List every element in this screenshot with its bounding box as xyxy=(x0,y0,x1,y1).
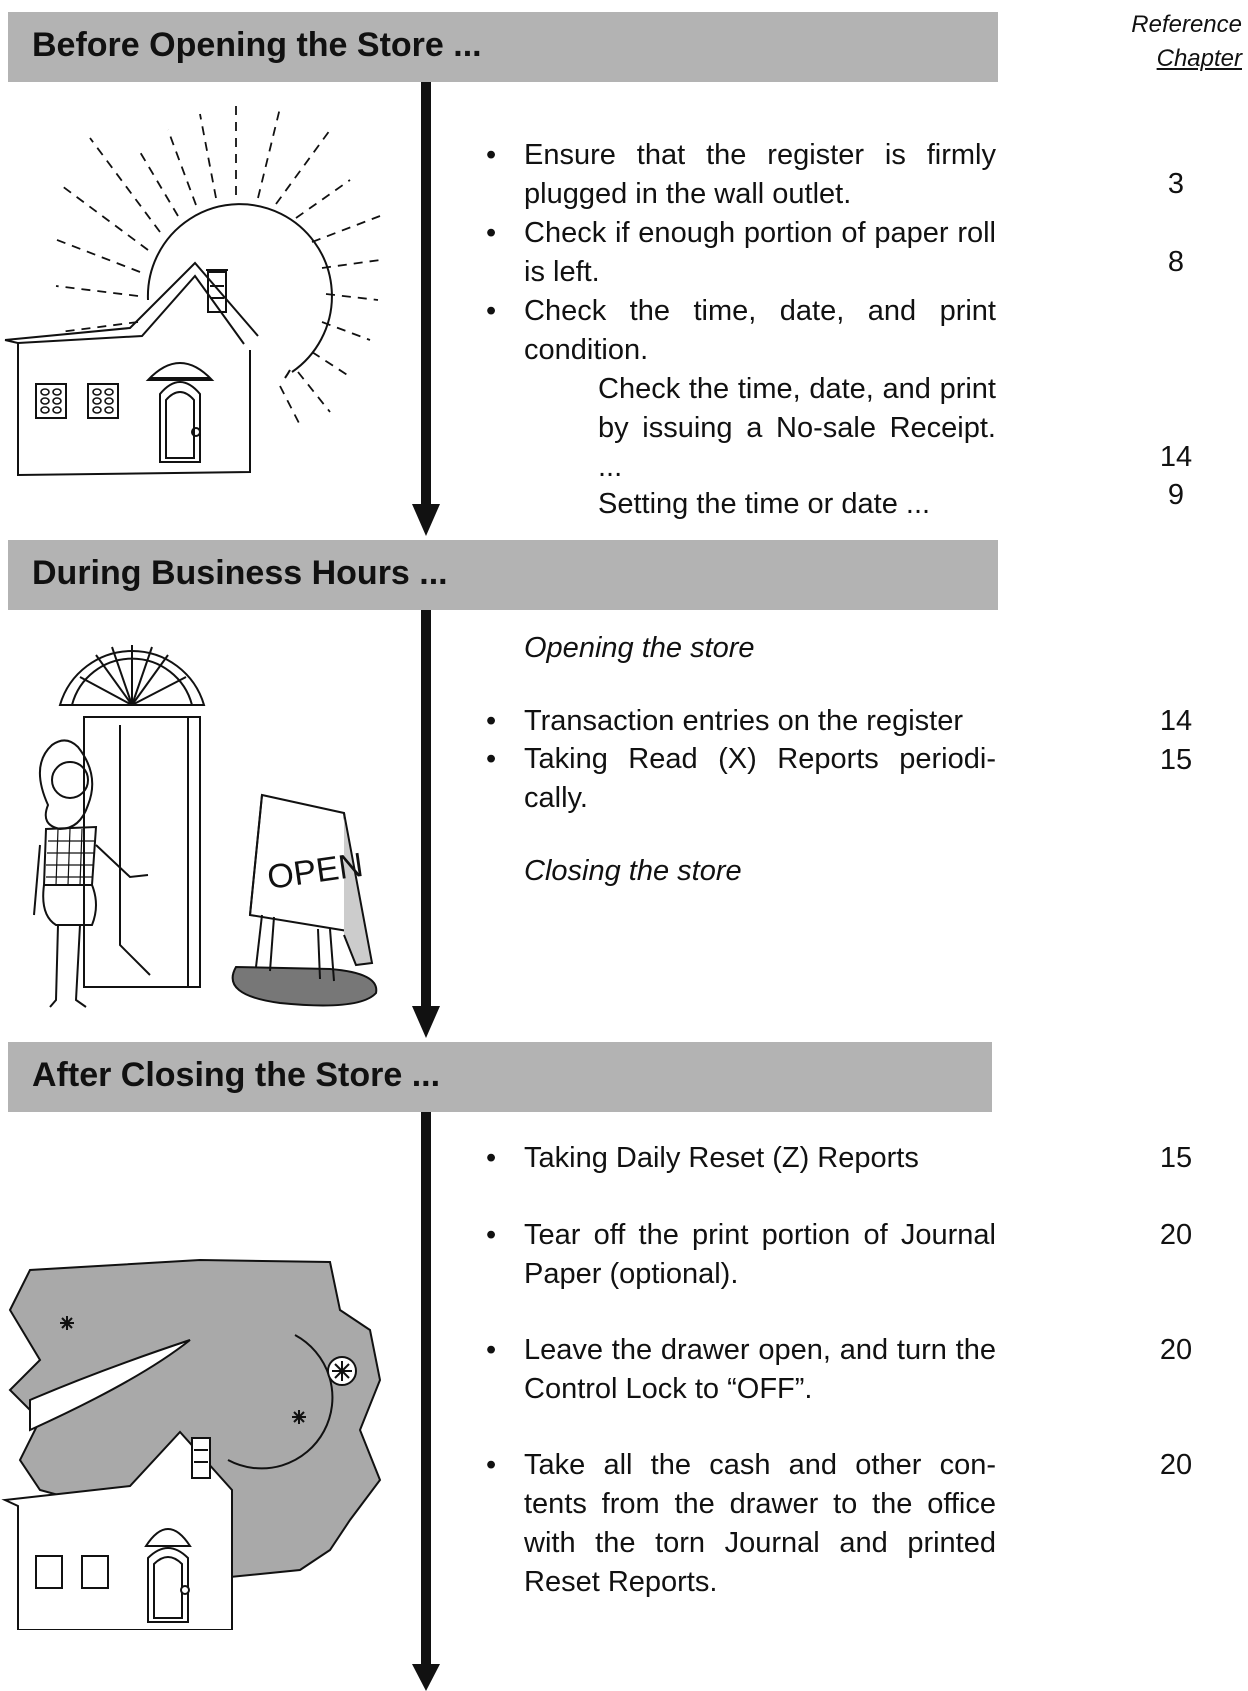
sunrise-house-illustration xyxy=(4,105,381,477)
flow-arrow-line xyxy=(421,1112,431,1666)
ref-number: 20 xyxy=(1159,1219,1193,1251)
during-item-transactions: Transaction entries on the register xyxy=(486,702,996,741)
after-item-take-cash: Take all the cash and other con-tents fr… xyxy=(486,1446,996,1602)
ref-number: 14 xyxy=(1159,441,1193,473)
opening-the-store-label: Opening the store xyxy=(524,632,755,664)
before-item-time-date: Check the time, date, and print conditio… xyxy=(486,292,996,370)
ref-number: 15 xyxy=(1159,744,1193,776)
reference-label: Reference xyxy=(1131,11,1242,38)
after-item-drawer-lock: Leave the drawer open, and turn the Cont… xyxy=(486,1331,996,1409)
section-bar-during-business: During Business Hours ... xyxy=(8,540,998,610)
flow-arrowhead xyxy=(412,504,440,536)
before-item-plug: Ensure that the register is firmly plugg… xyxy=(486,136,996,214)
before-sub-setting-time: Setting the time or date ... xyxy=(598,488,931,520)
reference-chapter-header: Reference Chapter xyxy=(1102,8,1242,76)
before-sub-no-sale-receipt: Check the time, date, and print by issui… xyxy=(598,373,996,483)
section-title-during-business: During Business Hours ... xyxy=(32,554,448,592)
section-title-after-closing: After Closing the Store ... xyxy=(32,1056,441,1094)
section-bar-after-closing: After Closing the Store ... xyxy=(8,1042,992,1112)
flow-arrow-line xyxy=(421,82,431,506)
night-house-illustration xyxy=(1,1258,382,1630)
flow-arrowhead xyxy=(412,1006,440,1038)
section-bar-before-opening: Before Opening the Store ... xyxy=(8,12,998,82)
ref-number: 15 xyxy=(1159,1142,1193,1174)
during-item-read-reports: Taking Read (X) Reports periodi-cally. xyxy=(486,740,996,818)
ref-number: 9 xyxy=(1167,479,1185,511)
chapter-label: Chapter xyxy=(1156,45,1242,72)
ref-number: 8 xyxy=(1167,246,1185,278)
flow-arrow-line xyxy=(421,610,431,1008)
before-item-paper: Check if enough portion of paper roll is… xyxy=(486,214,996,292)
ref-number: 3 xyxy=(1167,168,1185,200)
ref-number: 14 xyxy=(1159,705,1193,737)
after-item-daily-reset: Taking Daily Reset (Z) Reports xyxy=(486,1139,996,1178)
section-title-before-opening: Before Opening the Store ... xyxy=(32,26,482,64)
ref-number: 20 xyxy=(1159,1449,1193,1481)
ref-number: 20 xyxy=(1159,1334,1193,1366)
closing-the-store-label: Closing the store xyxy=(524,855,742,887)
after-item-tear-journal: Tear off the print portion of Journal Pa… xyxy=(486,1216,996,1294)
flow-arrowhead xyxy=(412,1664,440,1691)
open-store-illustration: OPEN xyxy=(33,645,378,1008)
